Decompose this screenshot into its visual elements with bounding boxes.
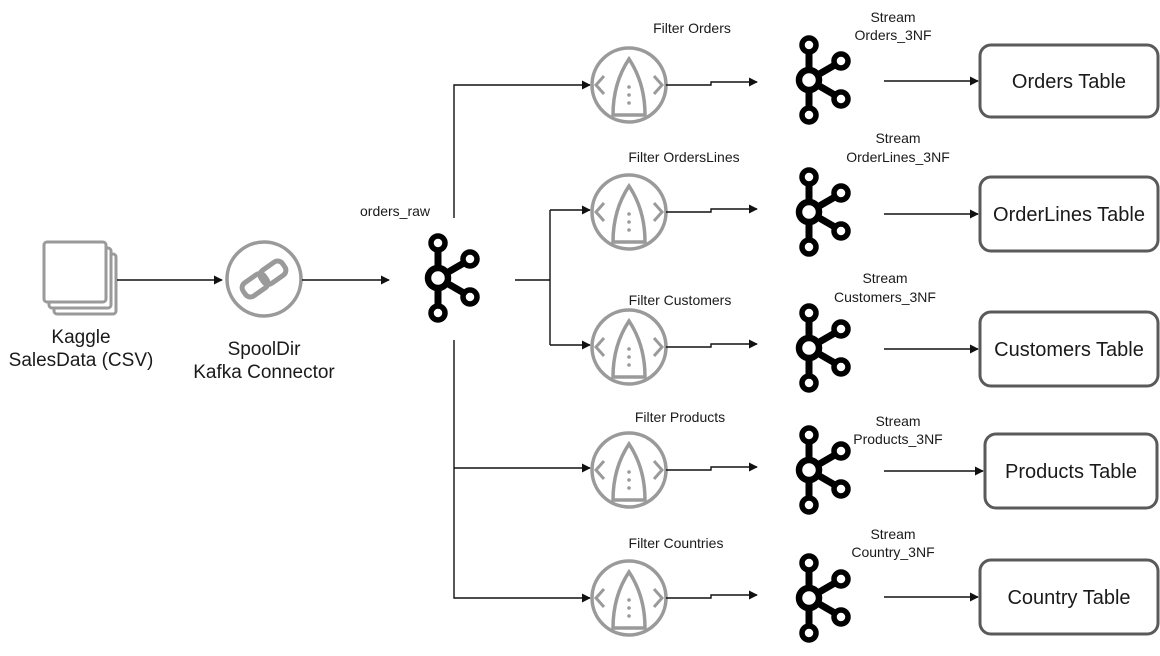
source-label-line1: Kaggle: [51, 327, 110, 348]
kafka-icon: [799, 306, 848, 390]
ksql-filter-icon: [590, 173, 668, 251]
kafka-icon: [799, 556, 848, 640]
stream-label-line1: Stream: [870, 9, 915, 25]
ksql-filter-icon: [590, 308, 668, 386]
table-label: Products Table: [1005, 461, 1137, 483]
stacked-files-icon: [42, 240, 118, 316]
connector-label-line1: SpoolDir: [228, 339, 302, 360]
connector-link-icon: [225, 240, 303, 318]
table-label: Country Table: [1007, 587, 1130, 609]
topic-to-filters-connectors: [453, 80, 591, 603]
table-label: OrderLines Table: [993, 204, 1145, 226]
filter-to-stream-arrow: [666, 339, 758, 349]
stream-label-line1: Stream: [862, 270, 907, 286]
filter-label: Filter Customers: [629, 292, 732, 308]
arrow-to-filter-countries: [453, 340, 591, 603]
filter-to-stream-arrow: [666, 204, 758, 214]
filter-to-stream-arrow: [666, 462, 758, 472]
filter-label: Filter Countries: [629, 535, 724, 551]
filter-label: Filter Orders: [653, 20, 731, 36]
filter-to-stream-arrow: [666, 590, 758, 600]
filter-label: Filter OrdersLines: [628, 149, 739, 165]
table-box: [983, 432, 1159, 510]
stream-label-line1: Stream: [875, 130, 920, 146]
stream-label-line2: OrderLines_3NF: [846, 149, 950, 165]
raw-topic-label: orders_raw: [360, 203, 431, 219]
kafka-icon: [799, 428, 848, 512]
table-label: Orders Table: [1012, 71, 1126, 93]
ksql-filter-icon: [590, 559, 668, 637]
stream-label-line1: Stream: [870, 526, 915, 542]
arrow-to-filter-orders: [453, 80, 591, 218]
table-box: [978, 43, 1160, 119]
stream-label-line2: Products_3NF: [853, 431, 942, 447]
kafka-icon: [428, 236, 477, 320]
stream-label-line2: Customers_3NF: [834, 289, 936, 305]
source-label-line2: SalesData (CSV): [9, 350, 154, 371]
kafka-icon: [799, 170, 848, 254]
stream-label-line2: Country_3NF: [851, 544, 934, 560]
table-box: [978, 558, 1160, 636]
ksql-filter-icon: [590, 431, 668, 509]
ksql-filter-icon: [590, 46, 668, 124]
connector-label-line2: Kafka Connector: [193, 362, 335, 383]
filter-label: Filter Products: [635, 409, 725, 425]
stream-label-line1: Stream: [875, 413, 920, 429]
filter-to-stream-arrow: [666, 77, 758, 87]
table-box: [978, 310, 1160, 388]
stream-label-line2: Orders_3NF: [854, 27, 931, 43]
table-label: Customers Table: [994, 339, 1144, 361]
table-box: [978, 175, 1160, 253]
kafka-icon: [799, 38, 848, 122]
